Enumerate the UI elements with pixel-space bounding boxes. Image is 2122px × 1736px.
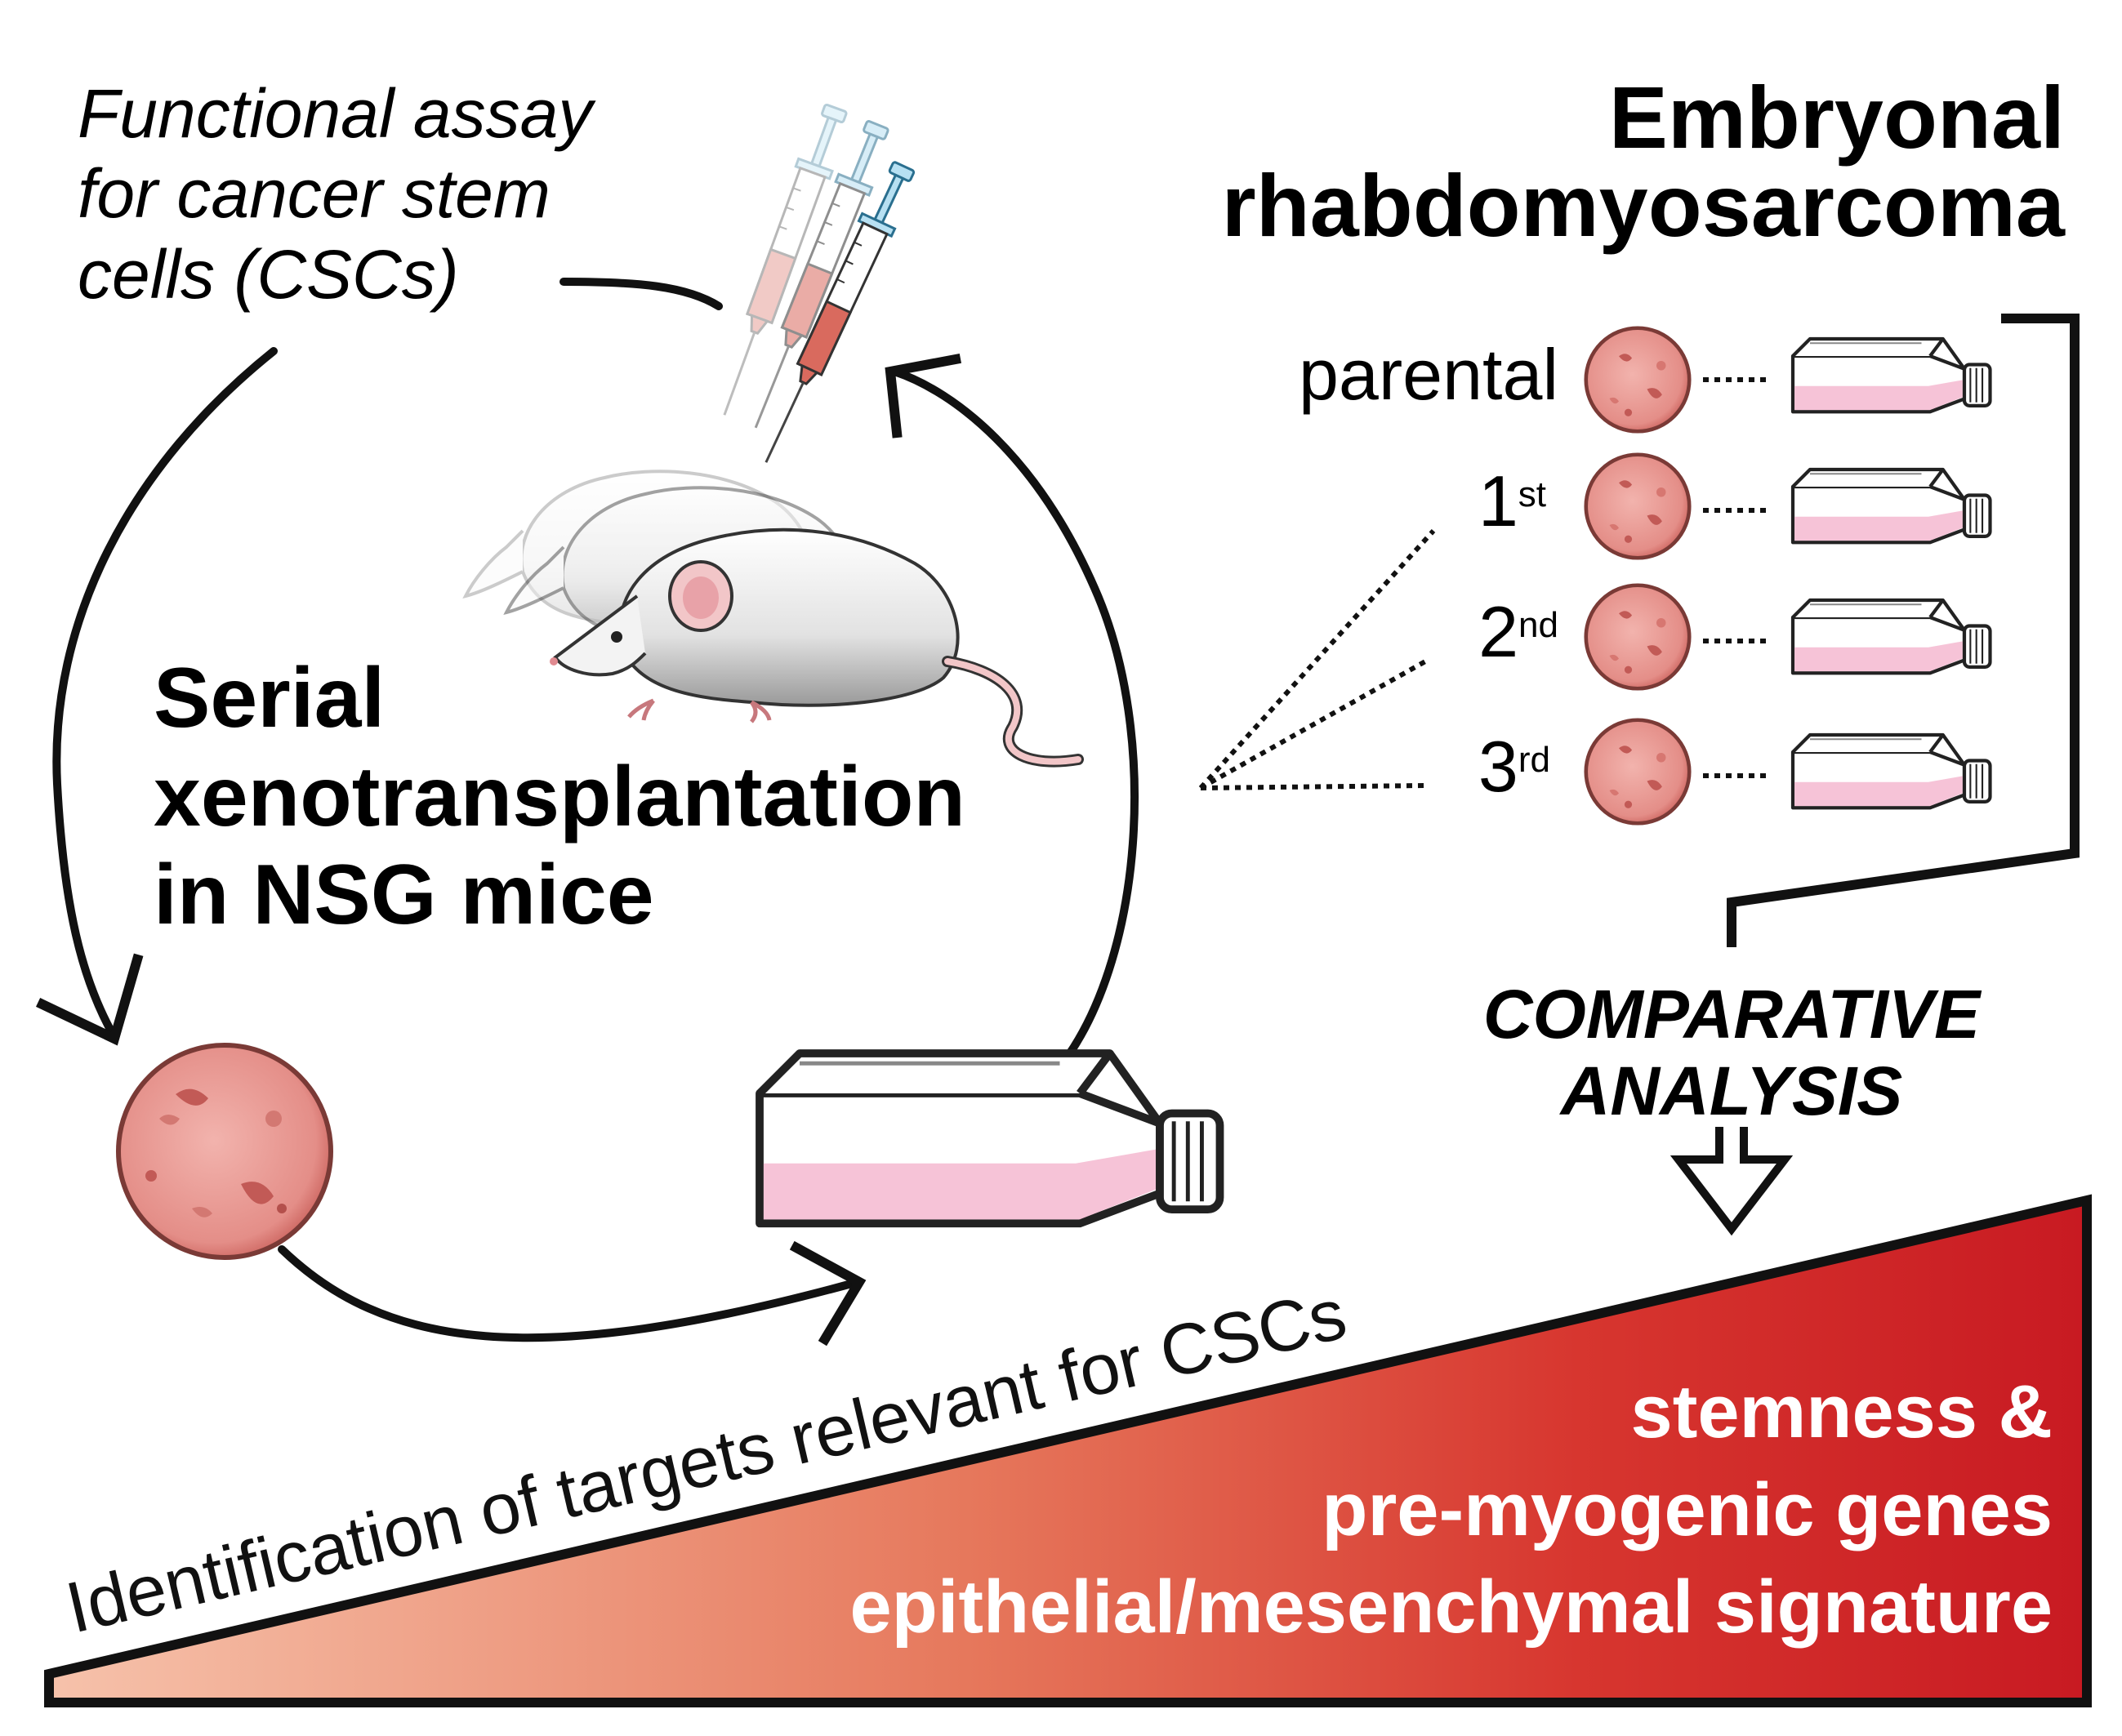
analysis-line: COMPARATIVE (1482, 976, 1981, 1053)
caption-line: for cancer stem (78, 155, 551, 233)
grouping-bracket (1727, 314, 2080, 947)
analysis-line: ANALYSIS (1560, 1053, 1903, 1130)
passage-suffix: st (1518, 474, 1546, 515)
result-wedge (44, 1194, 2092, 1707)
cycle-arrow-left (52, 347, 278, 1041)
result-pre-myogenic: pre-myogenic genes (1322, 1467, 2053, 1551)
tumor-icon (116, 1043, 333, 1260)
cycle-arrow-right (890, 367, 1139, 1074)
title-line: xenotransplantation (154, 749, 965, 844)
passage-suffix: rd (1518, 740, 1550, 781)
result-list: stemness & pre-myogenic genes epithelial… (849, 1364, 2053, 1657)
passage-label-1: 1st (1478, 465, 1546, 537)
tumor-type-heading: Embryonal rhabdomyosarcoma (1222, 73, 2065, 250)
passage-tumor-parental (1586, 328, 1690, 432)
passage-flask-1 (1793, 470, 1990, 542)
fan-line-2 (1199, 659, 1427, 790)
fan-line-1 (1198, 528, 1436, 790)
title-line: Serial (154, 651, 386, 746)
title-line: in NSG mice (154, 848, 654, 943)
passage-label-2: 2nd (1478, 596, 1558, 668)
cycle-arrowhead-bottom (789, 1240, 867, 1347)
passage-tumor-1 (1586, 455, 1690, 559)
comparative-analysis-label: COMPARATIVE ANALYSIS (1323, 976, 2122, 1129)
culture-flask-icon (760, 1053, 1220, 1223)
passage-tumor-2 (1586, 585, 1690, 689)
caption-line: Functional assay (78, 75, 593, 152)
mouse-icon (464, 470, 1084, 768)
fan-line-3 (1200, 783, 1426, 790)
passage-label: 1 (1478, 461, 1518, 541)
result-stemness: stemness & (1630, 1370, 2053, 1453)
passage-tumor-3 (1586, 720, 1690, 824)
passage-label: 3 (1478, 726, 1518, 807)
passage-flask-3 (1793, 735, 1990, 808)
passage-label-parental: parental (1299, 339, 1558, 411)
passage-label-3: 3rd (1478, 731, 1550, 803)
heading-line: rhabdomyosarcoma (1221, 156, 2065, 255)
cycle-arrow-bottom (278, 1245, 862, 1342)
result-emt-signature: epithelial/mesenchymal signature (849, 1565, 2053, 1649)
caption-line: cells (CSCs) (78, 235, 459, 313)
passage-flask-parental (1793, 339, 1990, 412)
heading-line: Embryonal (1608, 68, 2065, 167)
passage-rows (1198, 328, 1990, 824)
passage-flask-2 (1793, 600, 1990, 673)
passage-label: 2 (1478, 591, 1519, 672)
passage-label: parental (1298, 334, 1558, 415)
syringe-icon (706, 100, 922, 472)
main-title: Serial xenotransplantation in NSG mice (154, 649, 965, 945)
caption-connector (559, 278, 723, 310)
cycle-arrowhead-right (885, 353, 962, 438)
passage-suffix: nd (1518, 605, 1558, 646)
cycle-arrowhead-left (36, 953, 144, 1046)
caption-functional-assay: Functional assay for cancer stem cells (… (78, 73, 592, 314)
down-arrow-icon (1670, 1127, 1794, 1236)
